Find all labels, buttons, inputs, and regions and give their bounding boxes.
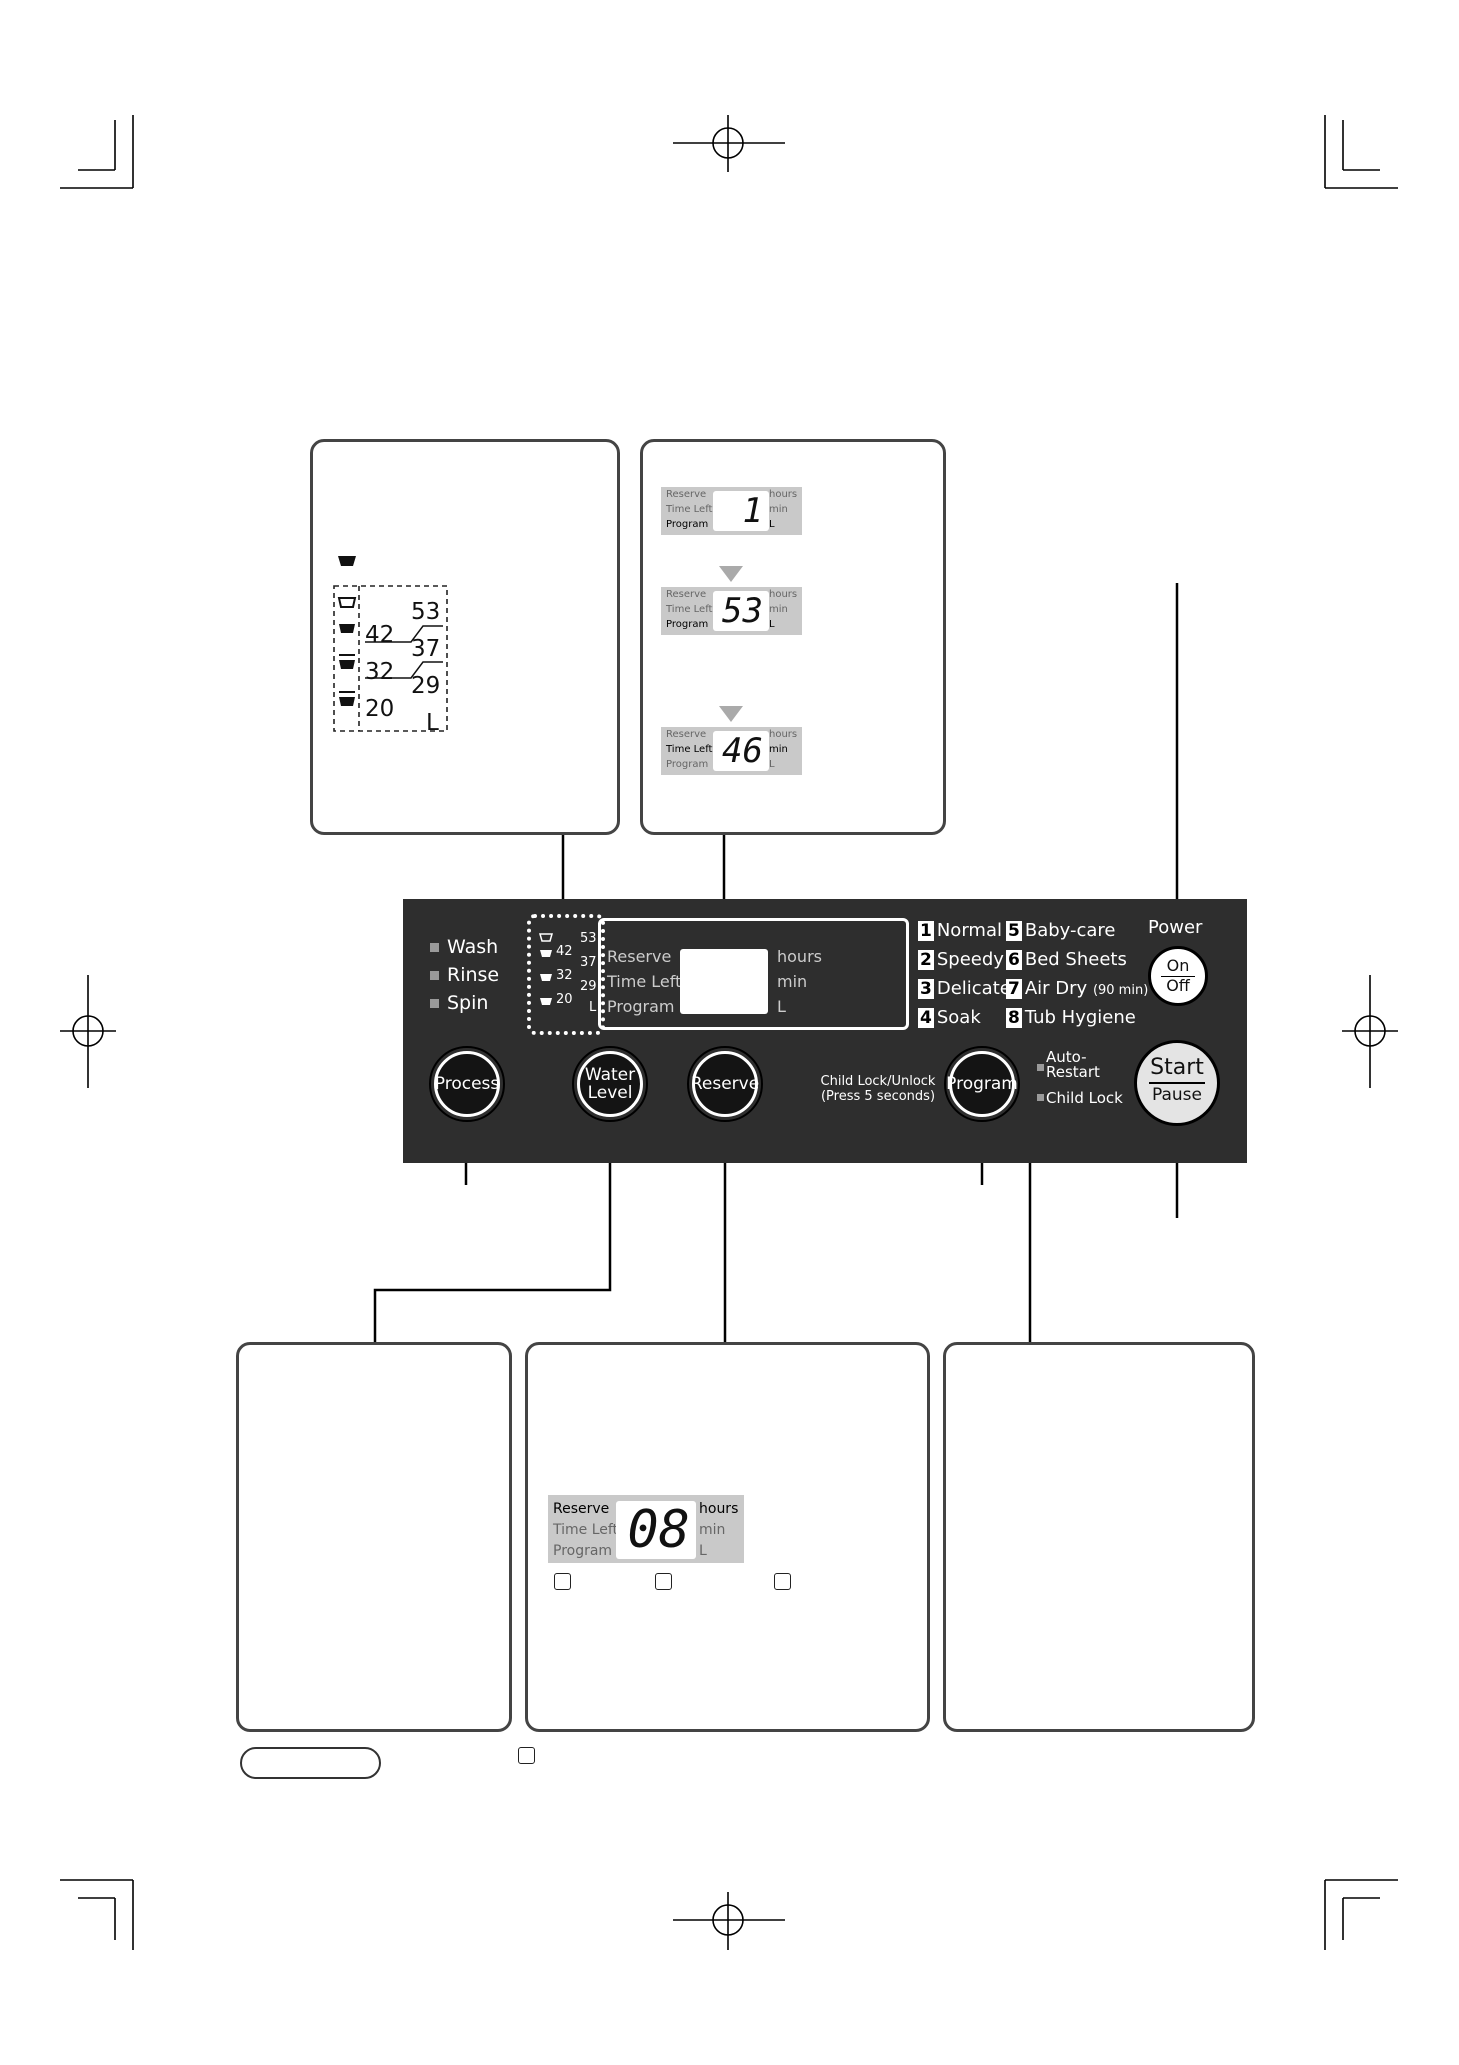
checkbox-icon	[774, 1573, 791, 1590]
arrow-down-icon	[719, 706, 743, 722]
child-lock-note-box	[943, 1342, 1255, 1732]
lcd-screen	[680, 949, 768, 1014]
panel-level-37: 37	[580, 955, 597, 970]
water-level-button-ring	[572, 1046, 648, 1122]
level-42: 42	[365, 622, 395, 648]
start-label: Start	[1150, 1055, 1204, 1080]
power-off-label: Off	[1161, 976, 1195, 995]
arrow-down-icon	[719, 566, 743, 582]
display-label-program: Program	[607, 997, 675, 1016]
level-unit: L	[426, 710, 439, 736]
lcd-readout: 53	[713, 591, 769, 631]
note-pill	[240, 1747, 381, 1779]
reserve-lcd-readout: 08	[616, 1501, 696, 1559]
indicator-wash: Wash	[430, 936, 498, 958]
start-pause-button[interactable]: Start Pause	[1134, 1040, 1220, 1126]
program-button[interactable]: Program	[946, 1051, 1018, 1117]
display-unit-l: L	[777, 997, 786, 1016]
level-53: 53	[411, 599, 441, 625]
panel-level-53: 53	[580, 931, 597, 946]
display-unit-hours: hours	[777, 947, 822, 966]
led-icon	[430, 998, 439, 1008]
reserve-display: Reserve Time Left Program 08 hours min L	[548, 1495, 744, 1563]
auto-restart-indicator: Auto-Restart	[1037, 1050, 1100, 1080]
panel-water-icons	[539, 933, 553, 1005]
display-label-reserve: Reserve	[607, 947, 672, 966]
panel-level-32: 32	[556, 968, 573, 983]
led-icon	[430, 942, 439, 952]
level-29: 29	[411, 673, 441, 699]
power-button[interactable]: On Off	[1148, 946, 1208, 1006]
panel-display-window	[598, 918, 909, 1030]
power-on-label: On	[1166, 956, 1190, 975]
program-button-ring	[944, 1046, 1020, 1122]
led-icon	[1037, 1064, 1044, 1071]
program-display-callout: Reserve Time Left Program 1 hours min L …	[640, 439, 946, 835]
lcd-readout: 46	[713, 731, 769, 771]
level-20: 20	[365, 696, 395, 722]
reserve-button[interactable]: Reserve	[691, 1051, 759, 1117]
panel-water-level-scale	[527, 914, 605, 1035]
panel-level-29: 29	[580, 979, 597, 994]
process-button-ring	[429, 1046, 505, 1122]
panel-level-unit: L	[589, 1000, 597, 1015]
panel-level-20: 20	[556, 992, 573, 1007]
water-level-note-box	[236, 1342, 512, 1732]
indicator-rinse: Rinse	[430, 964, 499, 986]
display-label-time-left: Time Left	[607, 972, 682, 991]
lcd-readout: 1	[713, 491, 769, 531]
water-level-full-icon	[338, 556, 356, 566]
child-lock-indicator: Child Lock	[1037, 1089, 1123, 1107]
checkbox-icon	[554, 1573, 571, 1590]
power-label: Power	[1148, 917, 1203, 938]
checkbox-icon	[655, 1573, 672, 1590]
display-unit-min: min	[777, 972, 808, 991]
panel-level-42: 42	[556, 944, 573, 959]
led-icon	[1037, 1094, 1044, 1101]
child-lock-hint: Child Lock/Unlock(Press 5 seconds)	[820, 1074, 936, 1104]
indicator-spin: Spin	[430, 992, 488, 1014]
reserve-button-ring	[687, 1046, 763, 1122]
mini-display-water: Reserve Time Left Program 53 hours min L	[661, 587, 802, 635]
mini-display-program: Reserve Time Left Program 1 hours min L	[661, 487, 802, 535]
level-32: 32	[365, 659, 395, 685]
reserve-callout: Reserve Time Left Program 08 hours min L	[525, 1342, 930, 1732]
level-37: 37	[411, 636, 441, 662]
process-button[interactable]: Process	[434, 1051, 500, 1117]
checkbox-icon	[518, 1747, 535, 1764]
water-level-callout: 53 42 37 32 29 20 L	[310, 439, 620, 835]
led-icon	[430, 970, 439, 980]
water-level-diagram	[333, 556, 448, 732]
mini-display-time: Reserve Time Left Program 46 hours min L	[661, 727, 802, 775]
pause-label: Pause	[1149, 1082, 1205, 1106]
